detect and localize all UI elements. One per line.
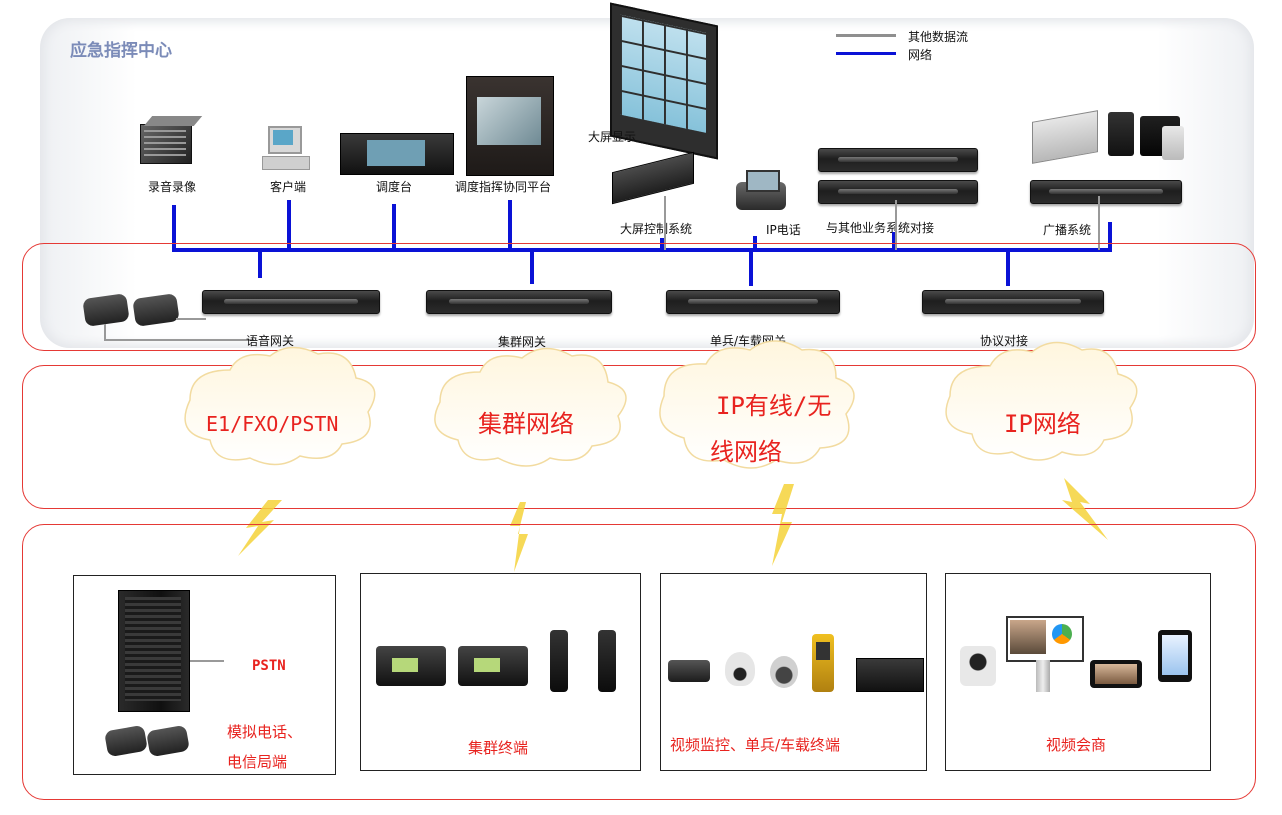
- cabinet-icon: [118, 590, 190, 712]
- mobile-radio-icon: [376, 646, 446, 686]
- big-screen-display-label: 大屏显示: [588, 130, 637, 144]
- legend-other-swatch: [836, 34, 896, 37]
- dispatch-console-icon: [340, 133, 454, 175]
- voice-gateway-icon: [202, 290, 380, 314]
- camera-icon: [668, 660, 710, 682]
- video-terminal-label: 视频监控、单兵/车载终端: [670, 736, 841, 754]
- dome-camera-icon: [725, 652, 755, 686]
- ip-wired-wireless-label-line1: IP有线/无: [716, 392, 832, 420]
- cloud-icon: [659, 340, 855, 469]
- ip-network-label: IP网络: [1004, 410, 1081, 438]
- network-bus-line: [172, 248, 1112, 252]
- gateway-layer-panel: [22, 243, 1256, 351]
- other-biz-server-1-icon: [818, 148, 978, 172]
- ip-phone-icon: [736, 170, 788, 214]
- command-center-title: 应急指挥中心: [70, 41, 172, 61]
- dispatch-platform-label: 调度指挥协同平台: [455, 180, 552, 194]
- data-flow-link: [176, 318, 206, 320]
- network-link: [749, 250, 753, 286]
- lightning-icon: [510, 502, 528, 572]
- network-link: [258, 250, 262, 278]
- network-link: [1006, 250, 1010, 286]
- data-flow-link: [664, 196, 666, 250]
- ip-phone-label: IP电话: [766, 223, 801, 237]
- legend-other-label: 其他数据流: [908, 30, 969, 44]
- network-link: [392, 204, 396, 252]
- analog-terminal-label-line2: 电信局端: [227, 753, 288, 771]
- legend-network-label: 网络: [908, 48, 933, 62]
- ptz-camera-icon: [770, 656, 798, 688]
- broadcast-server-icon: [1030, 180, 1182, 204]
- network-layer-panel: [22, 365, 1256, 509]
- speaker-icon: [1108, 112, 1134, 156]
- analog-terminal-label-line1: 模拟电话、: [227, 723, 303, 741]
- telepresence-screen-icon: [1006, 616, 1084, 662]
- recording-label: 录音录像: [148, 180, 197, 194]
- network-link: [660, 238, 664, 252]
- legend-network-swatch: [836, 52, 896, 55]
- protocol-gateway-icon: [922, 290, 1104, 314]
- network-link: [1108, 222, 1112, 252]
- conference-terminal-label: 视频会商: [1046, 736, 1107, 754]
- tablet-portrait-icon: [1158, 630, 1192, 682]
- client-label: 客户端: [270, 180, 307, 194]
- dispatch-console-label: 调度台: [376, 180, 413, 194]
- data-flow-link: [104, 324, 106, 340]
- pstn-terminal-label: PSTN: [252, 658, 286, 674]
- protocol-gateway-label: 协议对接: [980, 334, 1029, 348]
- trunk-terminal-label: 集群终端: [468, 739, 529, 757]
- tablet-landscape-icon: [1090, 660, 1142, 688]
- other-biz-label: 与其他业务系统对接: [826, 221, 935, 235]
- pstn-network-label: E1/FXO/PSTN: [206, 412, 339, 436]
- terminal-layer-panel: [22, 524, 1256, 800]
- soldier-vehicle-gateway-icon: [666, 290, 840, 314]
- big-screen-control-label: 大屏控制系统: [620, 222, 693, 236]
- conference-camera-icon: [960, 646, 996, 686]
- recording-server-icon: [140, 116, 203, 164]
- network-link: [892, 232, 896, 252]
- ip-wired-wireless-label-line2: 线网络: [710, 438, 782, 466]
- voice-gateway-label: 语音网关: [246, 334, 295, 348]
- cloud-icon: [945, 341, 1138, 461]
- mobile-radio-icon: [458, 646, 528, 686]
- walkie-talkie-icon: [550, 630, 568, 692]
- trunk-gateway-icon: [426, 290, 612, 314]
- other-biz-server-2-icon: [818, 180, 978, 204]
- legend: 其他数据流 网络: [836, 28, 986, 64]
- cloud-icon: [184, 346, 376, 466]
- client-pc-icon: [262, 126, 312, 174]
- speaker-icon: [1162, 126, 1184, 160]
- handheld-terminal-icon: [812, 634, 834, 692]
- network-link: [753, 236, 757, 252]
- data-flow-link: [104, 339, 254, 341]
- network-link: [530, 250, 534, 284]
- network-link: [287, 200, 291, 252]
- walkie-talkie-icon: [598, 630, 616, 692]
- dispatch-platform-icon: [466, 76, 554, 176]
- broadcast-label: 广播系统: [1043, 223, 1092, 237]
- data-flow-link: [1098, 196, 1100, 250]
- network-link: [508, 200, 512, 252]
- cloud-icon: [434, 347, 627, 467]
- trunk-gateway-label: 集群网关: [498, 335, 547, 349]
- lightning-icon: [238, 500, 282, 556]
- telepresence-stand-icon: [1036, 660, 1050, 692]
- network-link: [172, 205, 176, 252]
- data-flow-link: [895, 200, 897, 250]
- lightning-icon: [772, 484, 794, 566]
- vehicle-terminal-icon: [856, 658, 924, 692]
- trunk-network-label: 集群网络: [478, 410, 574, 438]
- data-flow-link: [190, 660, 224, 662]
